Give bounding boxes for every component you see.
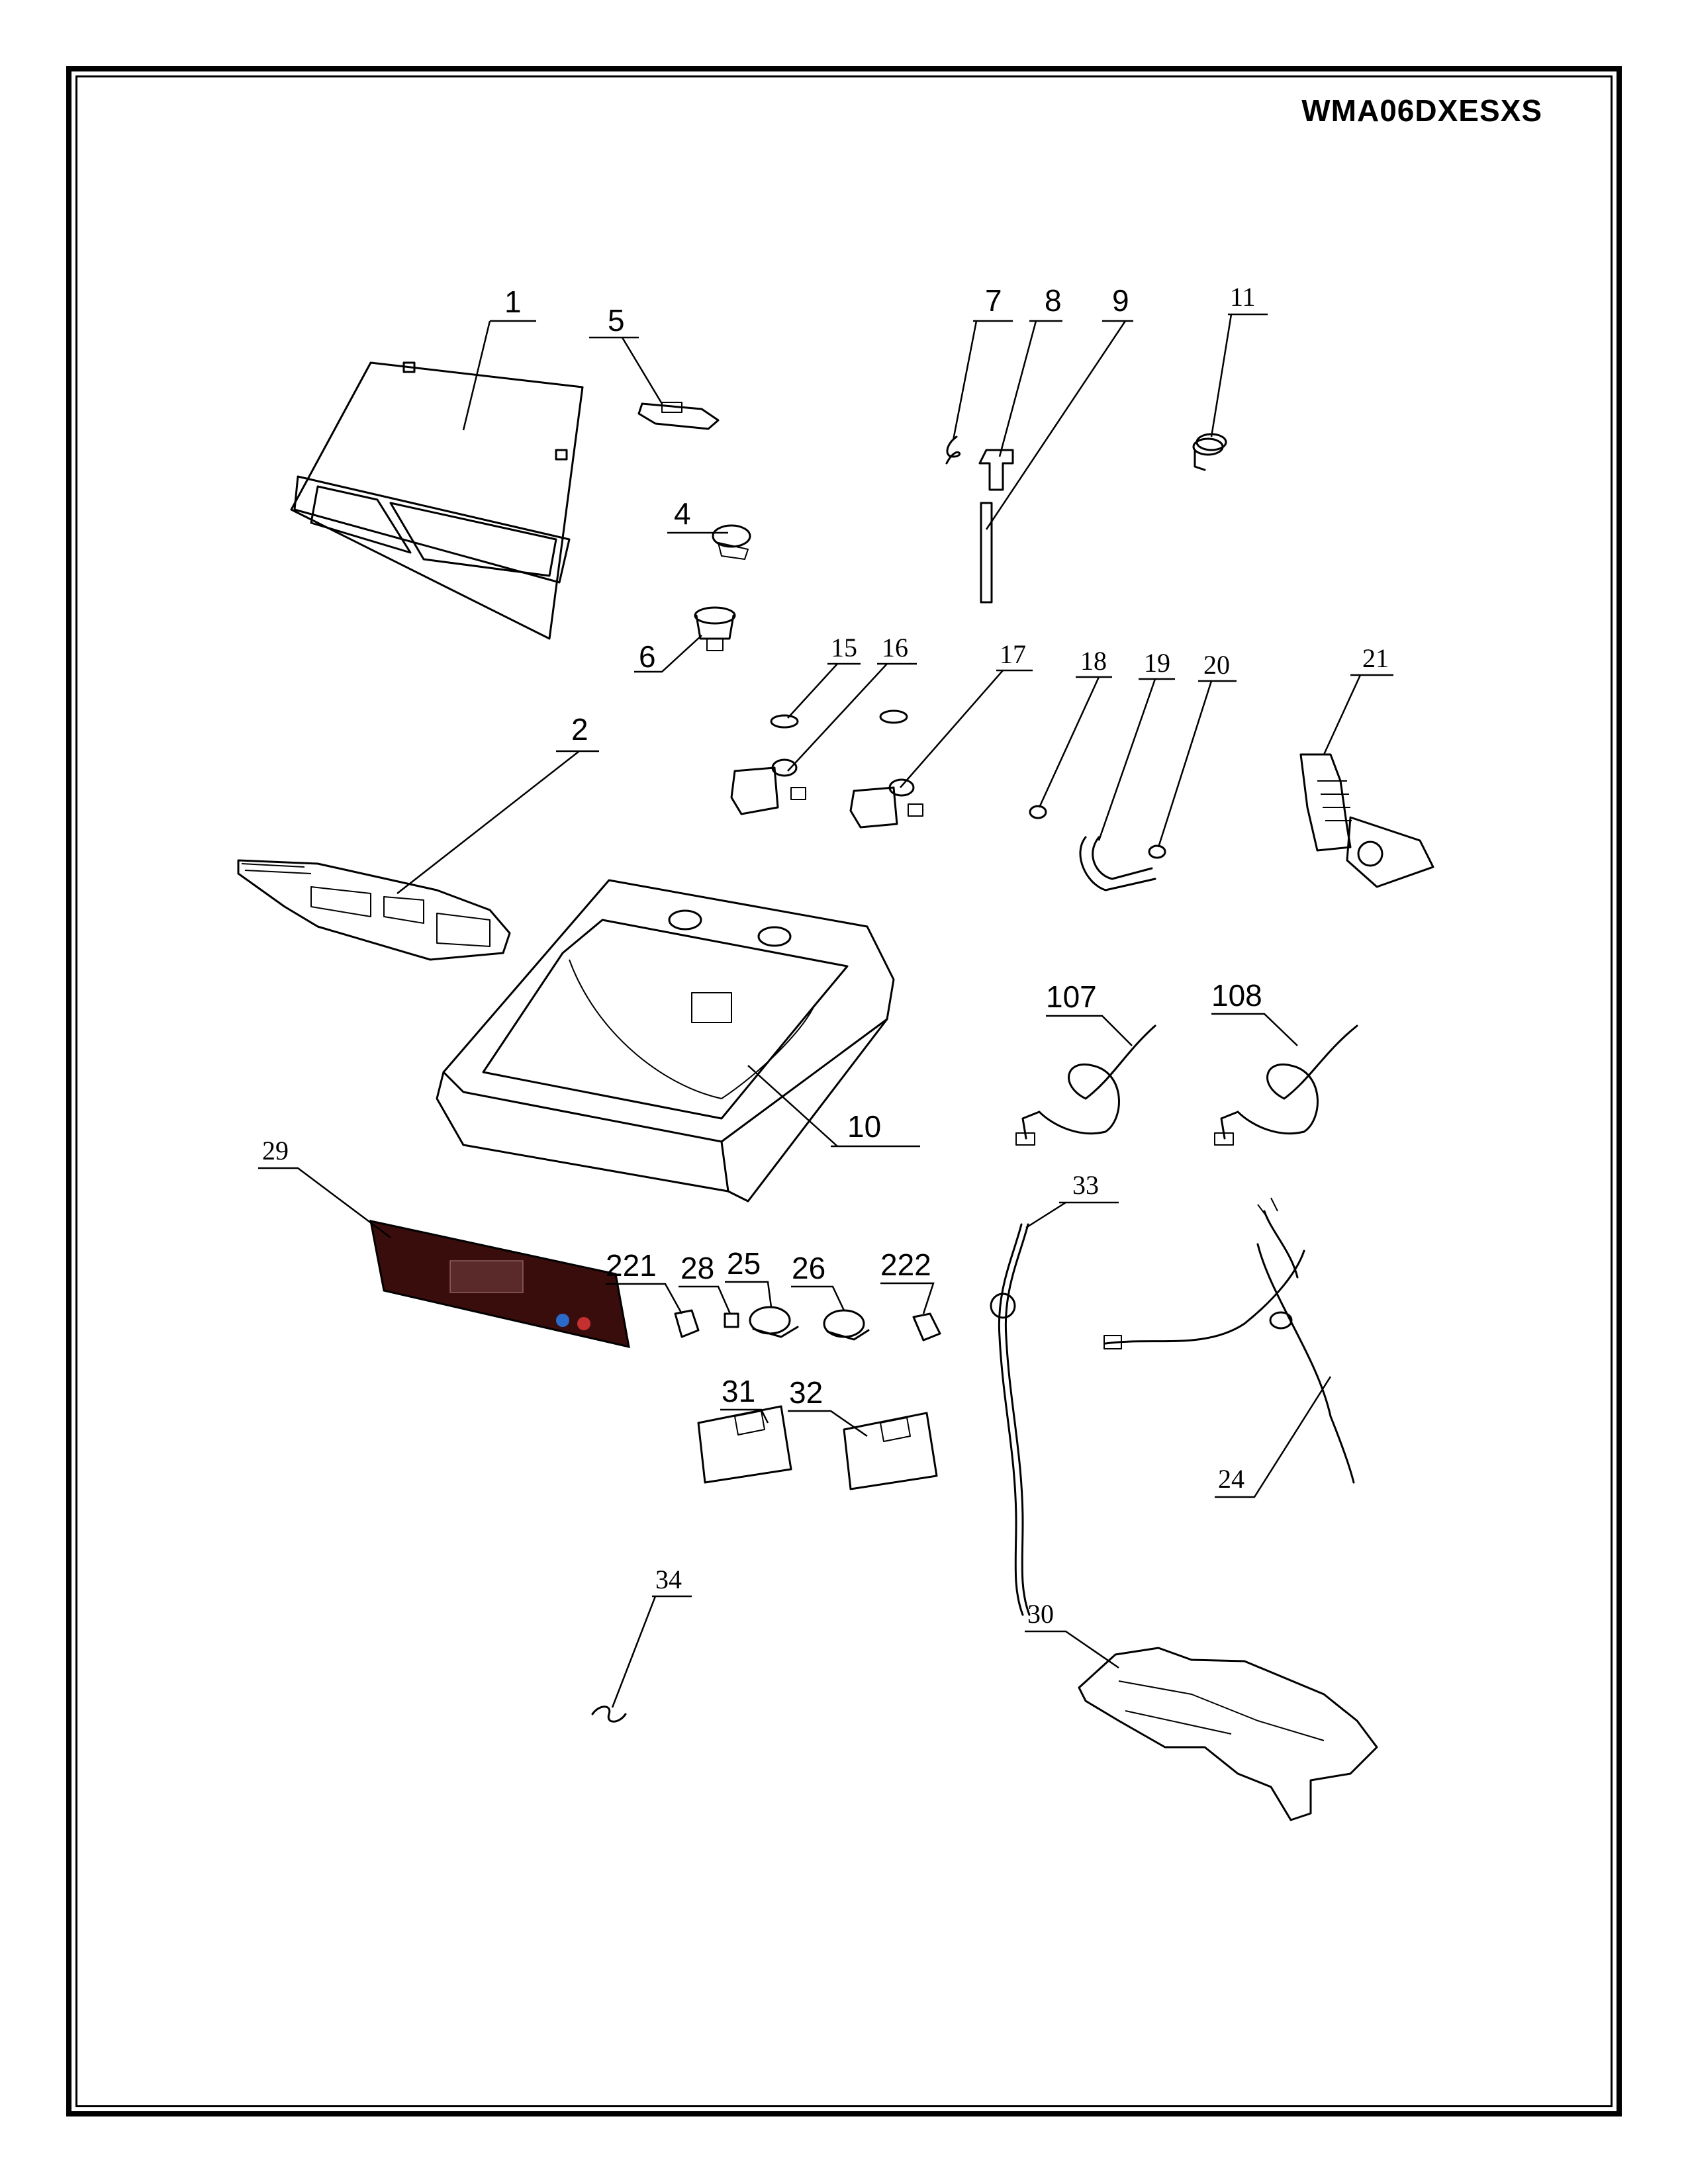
part-25-knob [749, 1306, 799, 1338]
callout-21: 21 [1362, 643, 1389, 673]
part-108-inlet-hose [1214, 1024, 1358, 1146]
callout-108: 108 [1211, 978, 1262, 1013]
callout-8: 8 [1045, 283, 1062, 318]
callout-17: 17 [1000, 639, 1026, 669]
part-24-wire-harness [1103, 1197, 1355, 1484]
callout-28: 28 [680, 1251, 714, 1285]
part-31-bracket [697, 1405, 792, 1484]
callout-20: 20 [1203, 650, 1230, 680]
part-11-spring [1192, 433, 1227, 471]
callout-25: 25 [727, 1246, 761, 1281]
callout-9: 9 [1112, 283, 1129, 318]
part-20-clamp [1148, 844, 1166, 859]
callout-32: 32 [789, 1375, 823, 1410]
part-17-inlet-valve [849, 709, 923, 829]
callout-16: 16 [882, 633, 908, 662]
inner-border [75, 75, 1613, 2107]
part-2-control-board [237, 859, 511, 961]
part-1-lid-panel [290, 361, 584, 640]
callout-15: 15 [831, 633, 857, 662]
callout-6: 6 [639, 639, 656, 674]
part-32-bracket [843, 1412, 938, 1490]
callout-18: 18 [1080, 646, 1107, 676]
part-9-rod [980, 502, 993, 604]
part-15-washer [770, 714, 799, 729]
part-33-pressure-tube [990, 1223, 1031, 1616]
callout-4: 4 [674, 496, 691, 531]
part-18-clamp [1029, 805, 1047, 819]
model-number: WMA06DXESXS [1301, 93, 1542, 128]
callout-10: 10 [847, 1109, 881, 1144]
part-29-control-panel [369, 1220, 630, 1348]
part-34-clip [591, 1706, 627, 1723]
callout-222: 222 [880, 1248, 931, 1282]
callout-5: 5 [608, 303, 625, 338]
part-8-switch [978, 449, 1014, 491]
callout-11: 11 [1230, 282, 1256, 312]
callout-2: 2 [571, 712, 588, 747]
callout-26: 26 [792, 1251, 825, 1285]
callout-34: 34 [655, 1565, 682, 1594]
part-21-drain-pump [1299, 753, 1434, 888]
part-222-knob-holder [912, 1312, 941, 1342]
part-4-sensor [712, 524, 751, 560]
part-10-top-cover [436, 879, 895, 1203]
callout-30: 30 [1027, 1599, 1054, 1629]
callout-221: 221 [606, 1248, 657, 1283]
callout-19: 19 [1144, 648, 1170, 678]
callout-33: 33 [1072, 1170, 1099, 1200]
callout-1: 1 [504, 285, 522, 319]
part-221-knob-holder [674, 1309, 700, 1338]
callout-29: 29 [262, 1136, 289, 1165]
part-26-knob [823, 1309, 870, 1341]
part-6-valve [694, 606, 736, 651]
outer-border [66, 66, 1622, 2116]
part-5-latch [637, 402, 720, 430]
part-7-spring [945, 435, 961, 465]
callout-24: 24 [1218, 1464, 1244, 1494]
part-28-screw [724, 1312, 739, 1328]
part-16-inlet-valve [730, 758, 806, 815]
callout-31: 31 [722, 1374, 755, 1408]
callout-7: 7 [985, 283, 1002, 318]
part-30-base-sheet [1078, 1647, 1378, 1821]
callout-107: 107 [1046, 979, 1097, 1014]
part-107-inlet-hose [1015, 1024, 1156, 1146]
part-19-hose [1079, 836, 1156, 891]
